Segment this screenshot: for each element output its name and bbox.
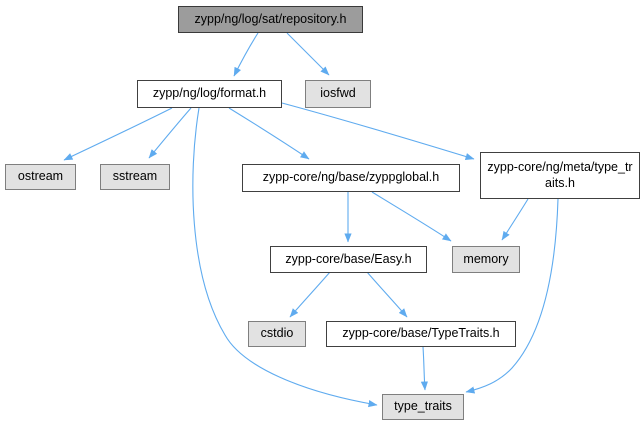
edge-repository-to-iosfwd [286, 32, 330, 76]
edge-repository-to-format [233, 32, 259, 77]
node-cstdio[interactable]: cstdio [248, 321, 306, 347]
node-easy-h[interactable]: zypp-core/base/Easy.h [270, 246, 427, 273]
edge-easy-to-cstdio [289, 271, 331, 318]
edge-format-to-meta-type-traits [281, 102, 475, 160]
node-type-traits[interactable]: type_traits [382, 394, 464, 420]
edge-easy-to-typetraits-h [366, 271, 408, 318]
node-typetraits-h[interactable]: zypp-core/base/TypeTraits.h [326, 321, 516, 347]
edge-format-to-sstream [148, 107, 192, 159]
node-format-h[interactable]: zypp/ng/log/format.h [137, 80, 282, 108]
node-ostream[interactable]: ostream [5, 164, 76, 190]
edge-meta-type-traits-to-type-traits [465, 198, 559, 394]
node-repository-h[interactable]: zypp/ng/log/sat/repository.h [178, 6, 363, 33]
edge-meta-type-traits-to-memory [501, 198, 529, 241]
node-zyppglobal-h[interactable]: zypp-core/ng/base/zyppglobal.h [242, 164, 460, 192]
node-memory[interactable]: memory [452, 246, 520, 273]
edge-zyppglobal-to-memory [371, 191, 452, 242]
edge-typetraits-h-to-type-traits [420, 346, 428, 391]
node-sstream[interactable]: sstream [100, 164, 170, 190]
node-meta-type-traits-h[interactable]: zypp-core/ng/meta/type_traits.h [480, 152, 640, 199]
edge-format-to-ostream [63, 107, 173, 161]
node-iosfwd[interactable]: iosfwd [305, 80, 371, 108]
edge-format-to-zyppglobal [228, 107, 310, 160]
